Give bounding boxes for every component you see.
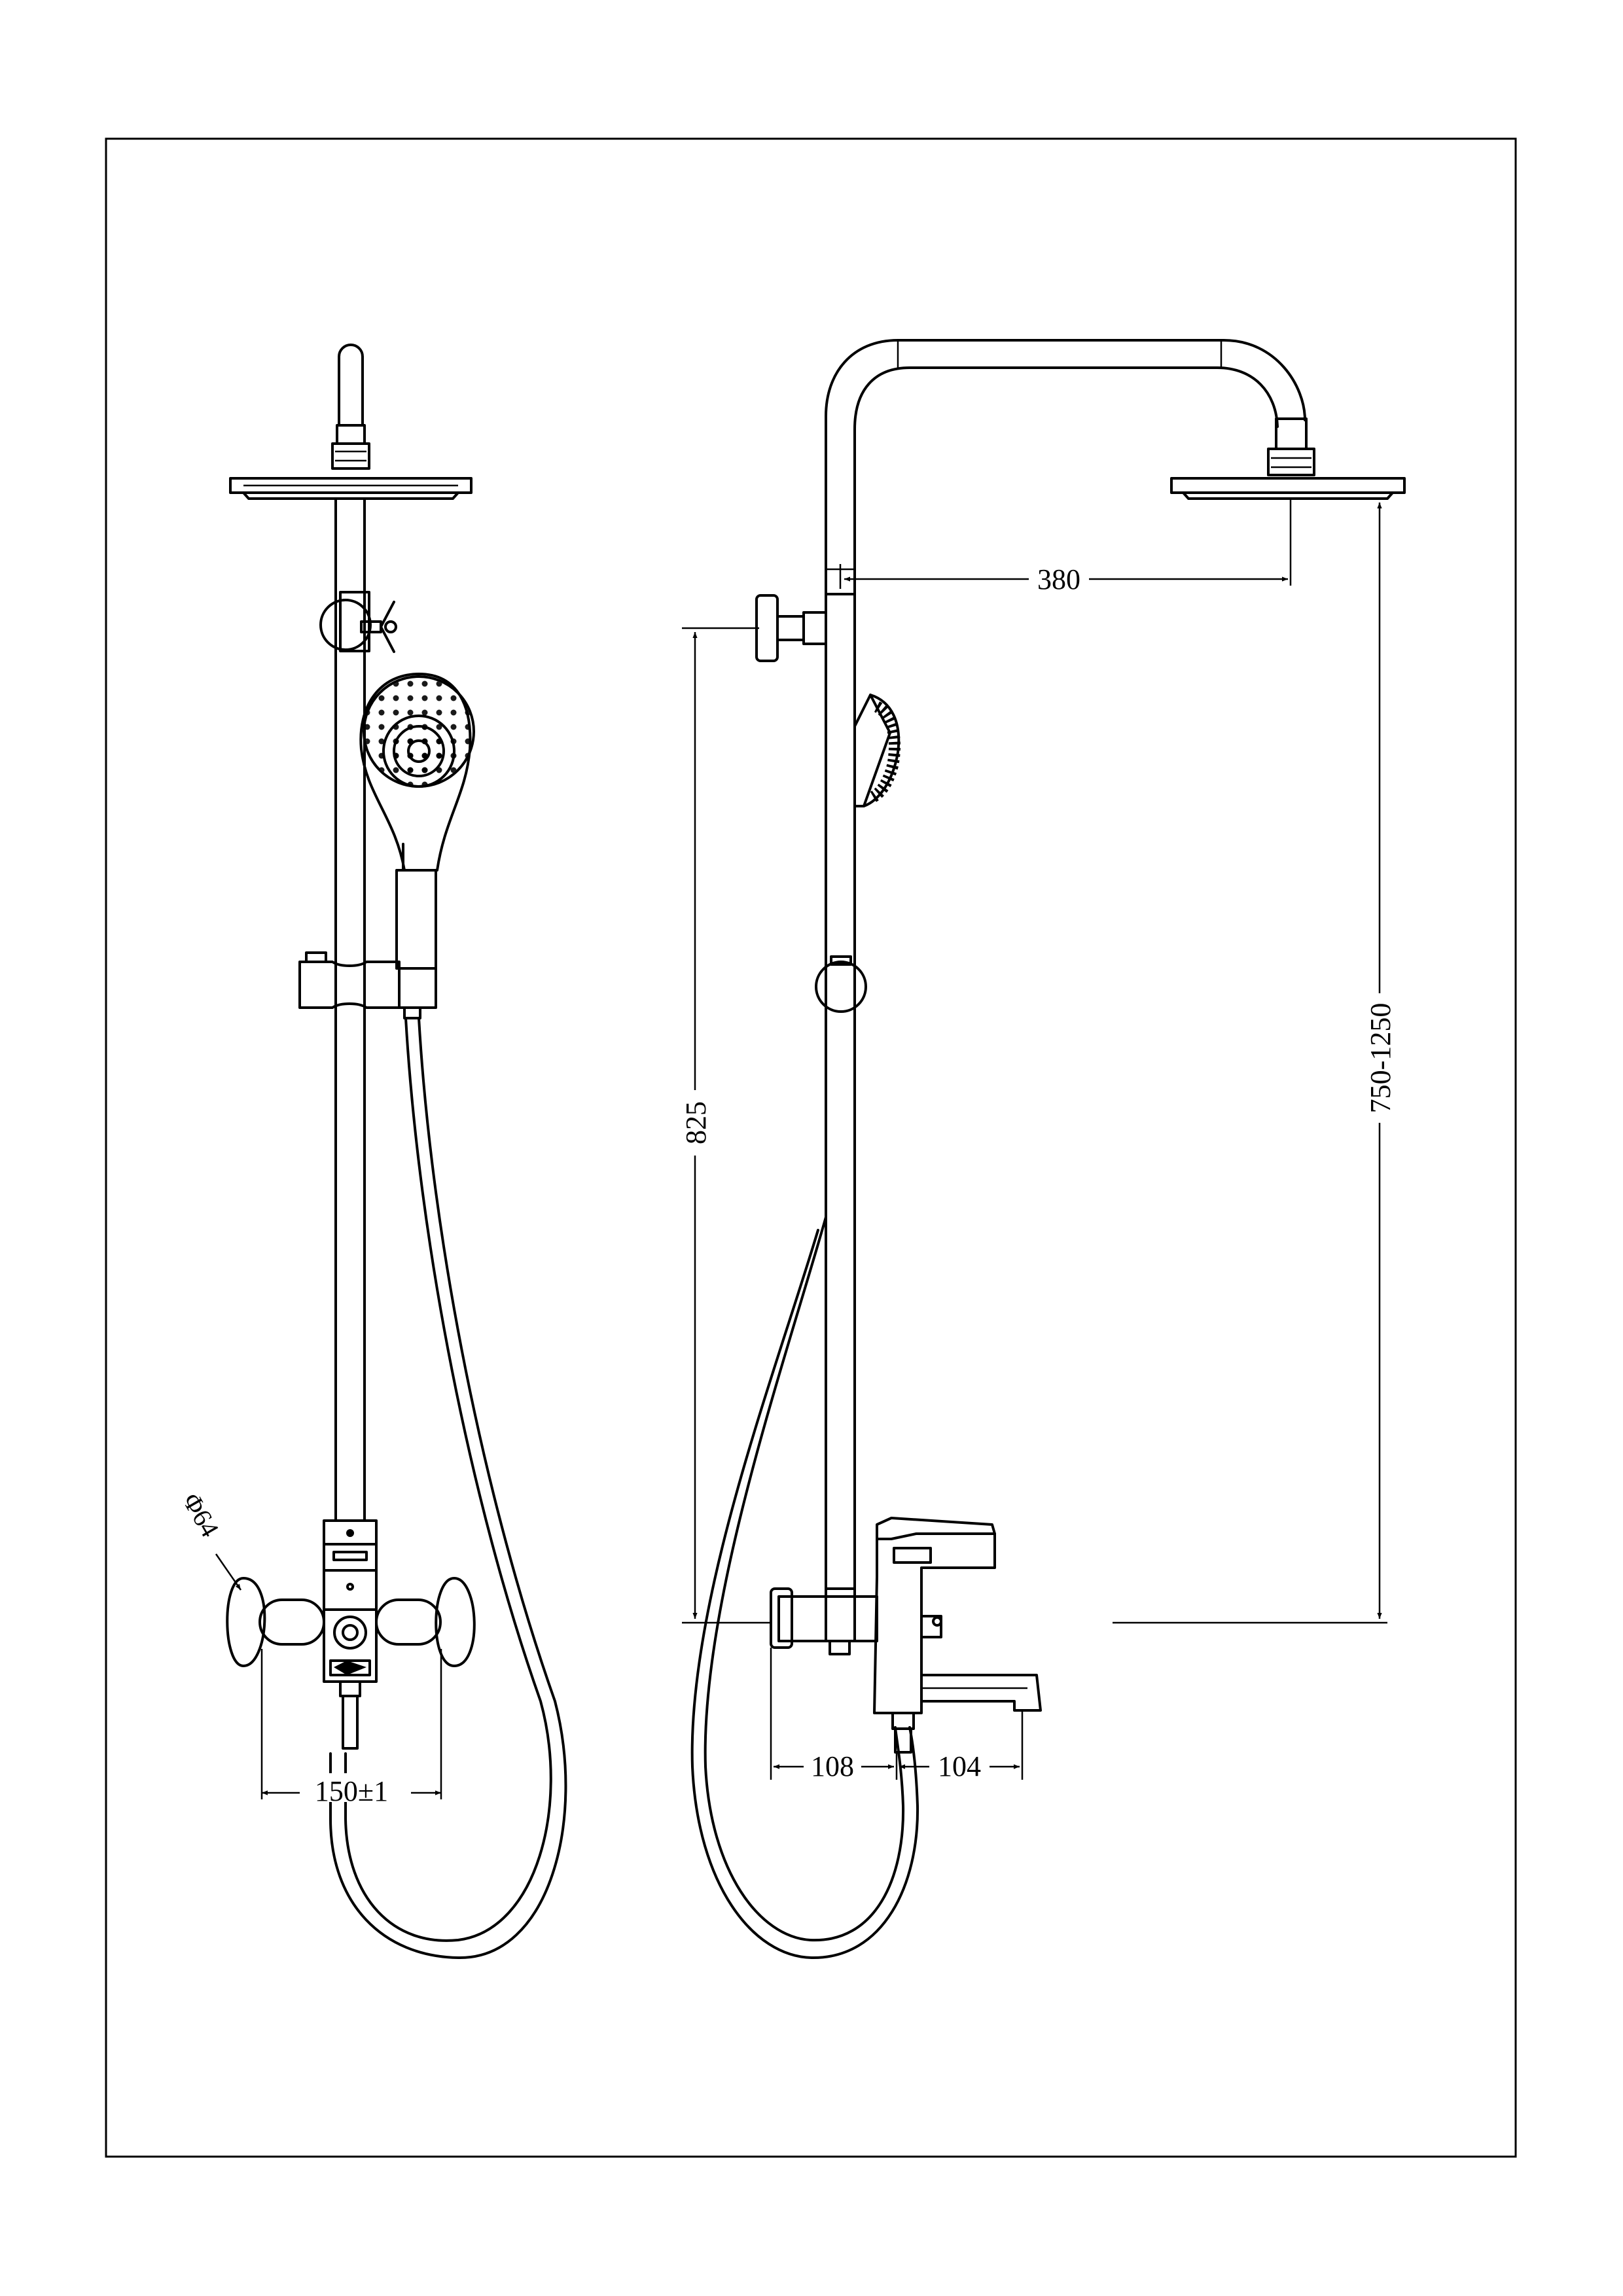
drawing-frame: [105, 137, 1517, 2158]
dim-escutcheon-label: Φ64: [177, 1488, 225, 1542]
hand-shower-side: [853, 694, 901, 807]
dim-mixer-to-spout: 104: [899, 1710, 1024, 1782]
diverter-knob-side: [755, 594, 827, 662]
dim-outlet-to-holder-label: 825: [680, 1101, 712, 1144]
bath-mixer-side: [770, 1517, 1042, 1754]
dim-wall-to-mixer: 108: [770, 1648, 898, 1782]
dim-outlet-to-head-label: 750-1250: [1364, 1003, 1397, 1114]
dim-mixer-to-spout-label: 104: [938, 1750, 981, 1782]
dim-head-projection: 380: [839, 497, 1292, 595]
hose-front: [344, 1017, 552, 1942]
slide-holder-front: [298, 951, 437, 1019]
riser-pipe-side: [825, 593, 856, 1590]
overhead-shower-head-front: [229, 477, 473, 500]
dim-mixer-centers-label: 150±1: [315, 1775, 388, 1807]
side-view: [690, 339, 1406, 1960]
dim-escutcheon: Φ64: [177, 1488, 242, 1591]
overhead-arm-side: [825, 339, 1306, 595]
overhead-shower-head-side: [1170, 477, 1406, 500]
dim-wall-to-mixer-label: 108: [811, 1750, 854, 1782]
dim-outlet-to-holder: 825: [678, 627, 772, 1624]
hand-shower-front: [359, 673, 475, 970]
dim-outlet-to-head: 750-1250: [1113, 497, 1397, 1624]
hose-side: [704, 1216, 905, 1942]
front-view: [226, 344, 567, 1960]
dim-mixer-centers: 150±1: [260, 1649, 442, 1807]
bath-mixer-front: [226, 1519, 476, 1750]
slide-holder-side: [815, 961, 867, 1013]
diverter-knob-front: [319, 591, 397, 653]
dim-head-projection-label: 380: [1037, 563, 1080, 595]
